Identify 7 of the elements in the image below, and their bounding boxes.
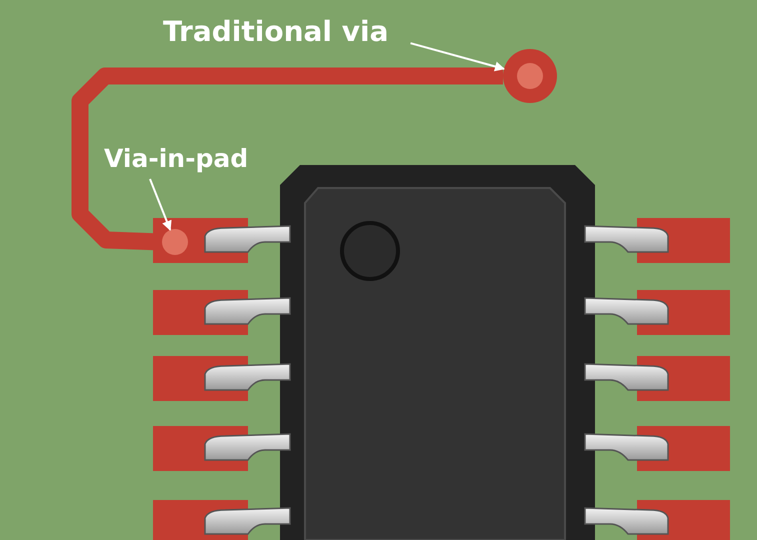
copper-trace	[72, 68, 503, 250]
via-drawing	[503, 49, 557, 103]
via-drawing	[162, 229, 188, 255]
callout-label: Via-in-pad	[104, 146, 248, 171]
leader-line	[149, 178, 172, 231]
leader-line	[410, 42, 505, 72]
callout-label: Traditional via	[163, 18, 389, 46]
